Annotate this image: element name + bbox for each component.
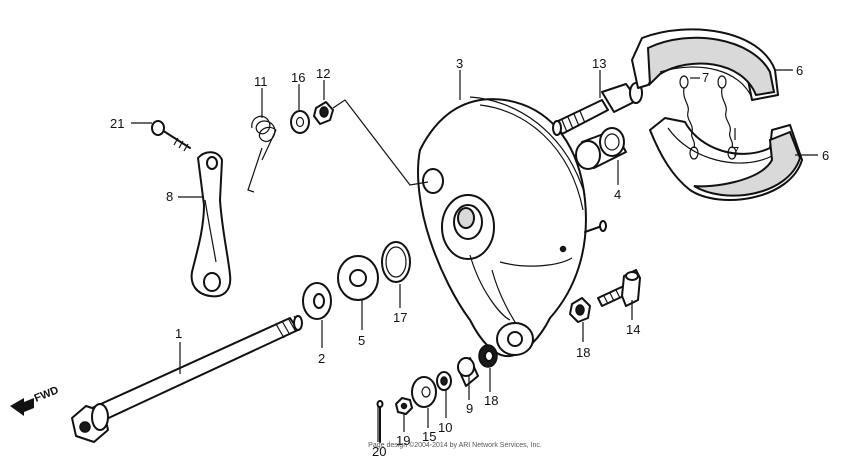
part-12-nut[interactable] [313, 101, 334, 125]
callout-18b: 18 [484, 393, 498, 408]
callout-3: 3 [456, 56, 463, 71]
callout-20: 20 [372, 444, 386, 459]
part-3-brake-panel[interactable] [417, 96, 607, 358]
fwd-arrow: FWD [10, 384, 60, 416]
part-21-bolt[interactable] [151, 120, 191, 152]
part-5-collar[interactable] [337, 255, 379, 301]
leader-lines [131, 69, 818, 432]
callout-15: 15 [422, 429, 436, 444]
callout-19: 19 [396, 433, 410, 448]
callout-12: 12 [316, 66, 330, 81]
fwd-label: FWD [33, 384, 61, 405]
part-8-brake-arm[interactable] [190, 151, 232, 298]
callout-11: 11 [254, 74, 268, 89]
callout-9: 9 [466, 401, 473, 416]
callout-13: 13 [592, 56, 606, 71]
part-16-washer[interactable] [290, 110, 310, 134]
callout-14: 14 [626, 322, 640, 337]
callout-18a: 18 [576, 345, 590, 360]
callout-7a: 7 [702, 70, 709, 85]
part-6-brake-shoe-lower[interactable] [649, 117, 803, 201]
callout-1: 1 [175, 326, 182, 341]
part-7-spring-right[interactable] [717, 75, 737, 160]
part-7-spring-left[interactable] [679, 75, 699, 160]
part-10-washer[interactable] [436, 371, 452, 391]
copyright-notice: Page design ©2004-2014 by ARI Network Se… [368, 442, 542, 449]
callout-2: 2 [318, 351, 325, 366]
callout-4: 4 [614, 187, 621, 202]
callout-17: 17 [393, 310, 407, 325]
callout-16: 16 [291, 70, 305, 85]
assembly-leader-line [332, 99, 429, 186]
part-14-adjusting-bolt[interactable] [597, 269, 641, 307]
callout-7b: 7 [732, 144, 739, 159]
callout-8: 8 [166, 189, 173, 204]
part-1-axle[interactable] [71, 315, 303, 443]
callout-5: 5 [358, 333, 365, 348]
part-17-o-ring[interactable] [381, 241, 411, 283]
part-13-brake-cam[interactable] [552, 82, 643, 136]
part-6-brake-shoe-upper[interactable] [631, 28, 779, 101]
part-18-nut-right[interactable] [569, 297, 591, 323]
part-4-bushing[interactable] [575, 127, 627, 170]
callout-6b: 6 [822, 148, 829, 163]
part-20-cotter-pin[interactable] [376, 400, 384, 443]
part-15-washer[interactable] [411, 376, 437, 408]
part-19-nut[interactable] [395, 397, 413, 415]
part-2-washer[interactable] [302, 282, 332, 320]
part-18-seal-lower[interactable] [478, 344, 498, 368]
callout-labels: 1 2 3 4 5 6 6 7 7 8 9 10 11 12 13 14 15 … [110, 56, 829, 459]
callout-10: 10 [438, 420, 452, 435]
callout-21: 21 [110, 116, 124, 131]
part-11-return-spring[interactable] [247, 115, 277, 193]
callout-6a: 6 [796, 63, 803, 78]
part-9-collar[interactable] [457, 357, 479, 387]
